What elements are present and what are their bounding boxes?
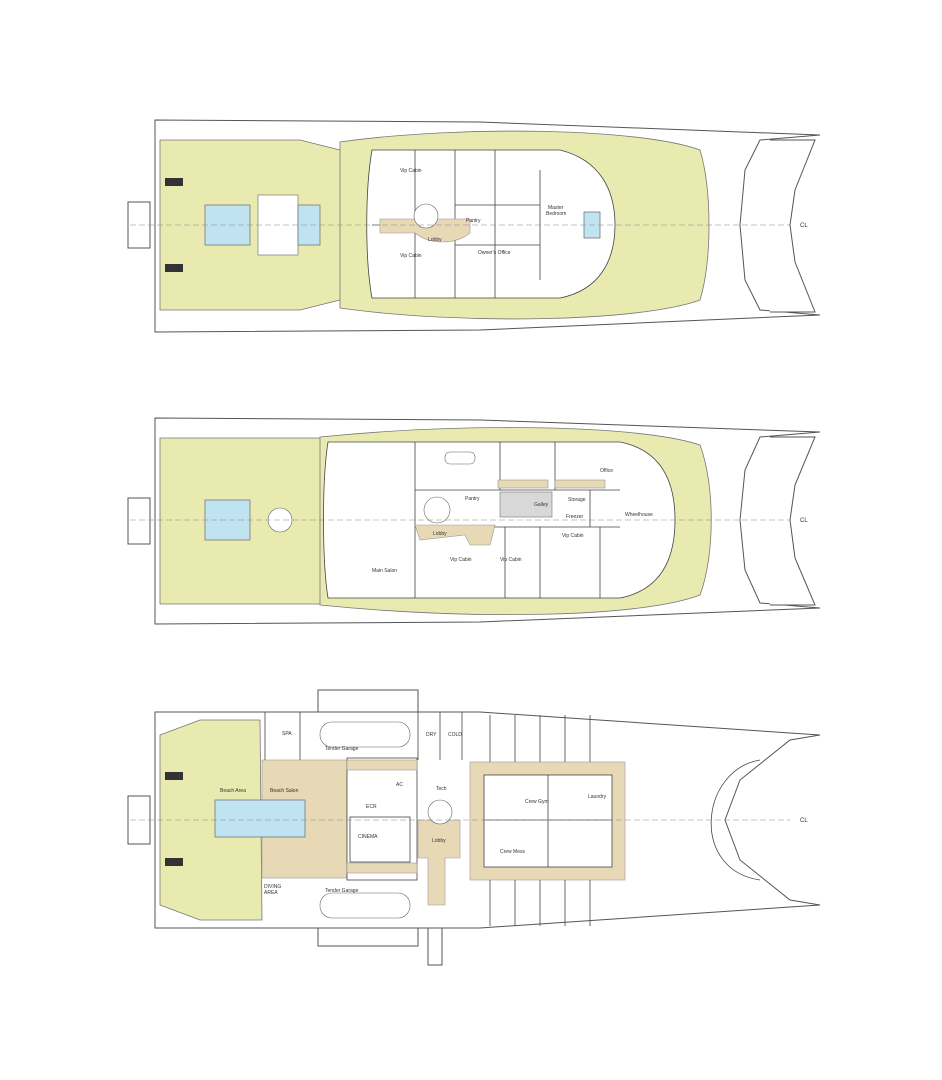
room-label: Lobby <box>428 237 442 243</box>
room-label: Owner's Office <box>478 250 511 256</box>
main-corridor <box>554 479 606 489</box>
tender-bottom <box>319 892 411 919</box>
main-galley-floor <box>499 491 553 518</box>
main-deck-plan: CL Main Salon Pantry Galley Storage Free… <box>127 417 821 625</box>
upper-spiral-stair <box>413 203 439 229</box>
main-stern-platform <box>127 497 151 545</box>
room-label: COLD <box>448 732 462 738</box>
tender-top <box>319 721 411 748</box>
upper-stern-steps <box>165 264 183 272</box>
centerline-label: CL <box>800 818 808 824</box>
room-label: Freezer <box>566 514 584 520</box>
room-label: Office <box>600 468 613 474</box>
room-label: DIVING <box>264 884 281 890</box>
main-spiral-stair <box>423 496 451 524</box>
room-label: DRY <box>426 732 437 738</box>
room-label: Storage <box>568 497 586 503</box>
room-label: Tender Garage <box>325 746 359 752</box>
room-label: Wheelhouse <box>625 512 653 518</box>
room-label: Vip Cabin <box>562 533 584 539</box>
cabin-walls <box>264 712 591 926</box>
room-label: Master <box>548 205 564 211</box>
upper-bow-hull <box>770 139 816 313</box>
lower-spiral-stair <box>427 799 453 825</box>
room-label: Main Salon <box>372 568 397 574</box>
garage-door-bottom <box>317 927 419 947</box>
lower-corridor <box>346 862 418 874</box>
main-lobby-floor <box>414 524 496 546</box>
room-label: Crew Mess <box>500 849 526 855</box>
room-label: Lobby <box>433 531 447 537</box>
main-corridor <box>497 479 549 489</box>
main-bow-hull <box>770 436 816 606</box>
lower-stern-steps <box>165 772 183 780</box>
room-label: Beach Area <box>220 788 246 794</box>
room-label: ECR <box>366 804 377 810</box>
room-label: Lobby <box>432 838 446 844</box>
room-label: Pantry <box>465 496 480 502</box>
lower-deck-plan: CL SPA Tender Garage Tender Garage Beach… <box>127 689 821 966</box>
main-dining-table <box>444 451 476 465</box>
lower-stern-steps <box>165 858 183 866</box>
upper-deck-plan: CL Vip Cabin Vip Cabin Pantry Lobby Mast… <box>127 119 821 333</box>
lower-lobby-floor <box>417 819 461 906</box>
centerline-label: CL <box>800 518 808 524</box>
room-label: CINEMA <box>358 834 378 840</box>
room-label: Crew Gym <box>525 799 549 805</box>
lower-pool <box>214 799 306 838</box>
cinema-room <box>349 816 411 863</box>
upper-interior <box>366 149 616 299</box>
room-label: Vip Cabin <box>400 253 422 259</box>
room-label: AC <box>396 782 403 788</box>
centerline-label: CL <box>800 223 808 229</box>
room-label: Galley <box>534 502 549 508</box>
passerelle <box>427 924 443 966</box>
upper-stern-steps <box>165 178 183 186</box>
garage-door-top <box>317 689 419 713</box>
room-label: Vip Cabin <box>500 557 522 563</box>
room-label: Bedroom <box>546 211 566 217</box>
room-label: Vip Cabin <box>450 557 472 563</box>
room-label: Tender Garage <box>325 888 359 894</box>
lower-corridor <box>346 759 418 771</box>
room-label: Laundry <box>588 794 607 800</box>
room-label: Beach Salon <box>270 788 299 794</box>
room-label: Vip Cabin <box>400 168 422 174</box>
room-label: SPA <box>282 731 292 737</box>
main-walls <box>414 442 620 598</box>
room-label: AREA <box>264 890 278 896</box>
room-label: Tech <box>436 786 447 792</box>
room-label: Pantry <box>466 218 481 224</box>
